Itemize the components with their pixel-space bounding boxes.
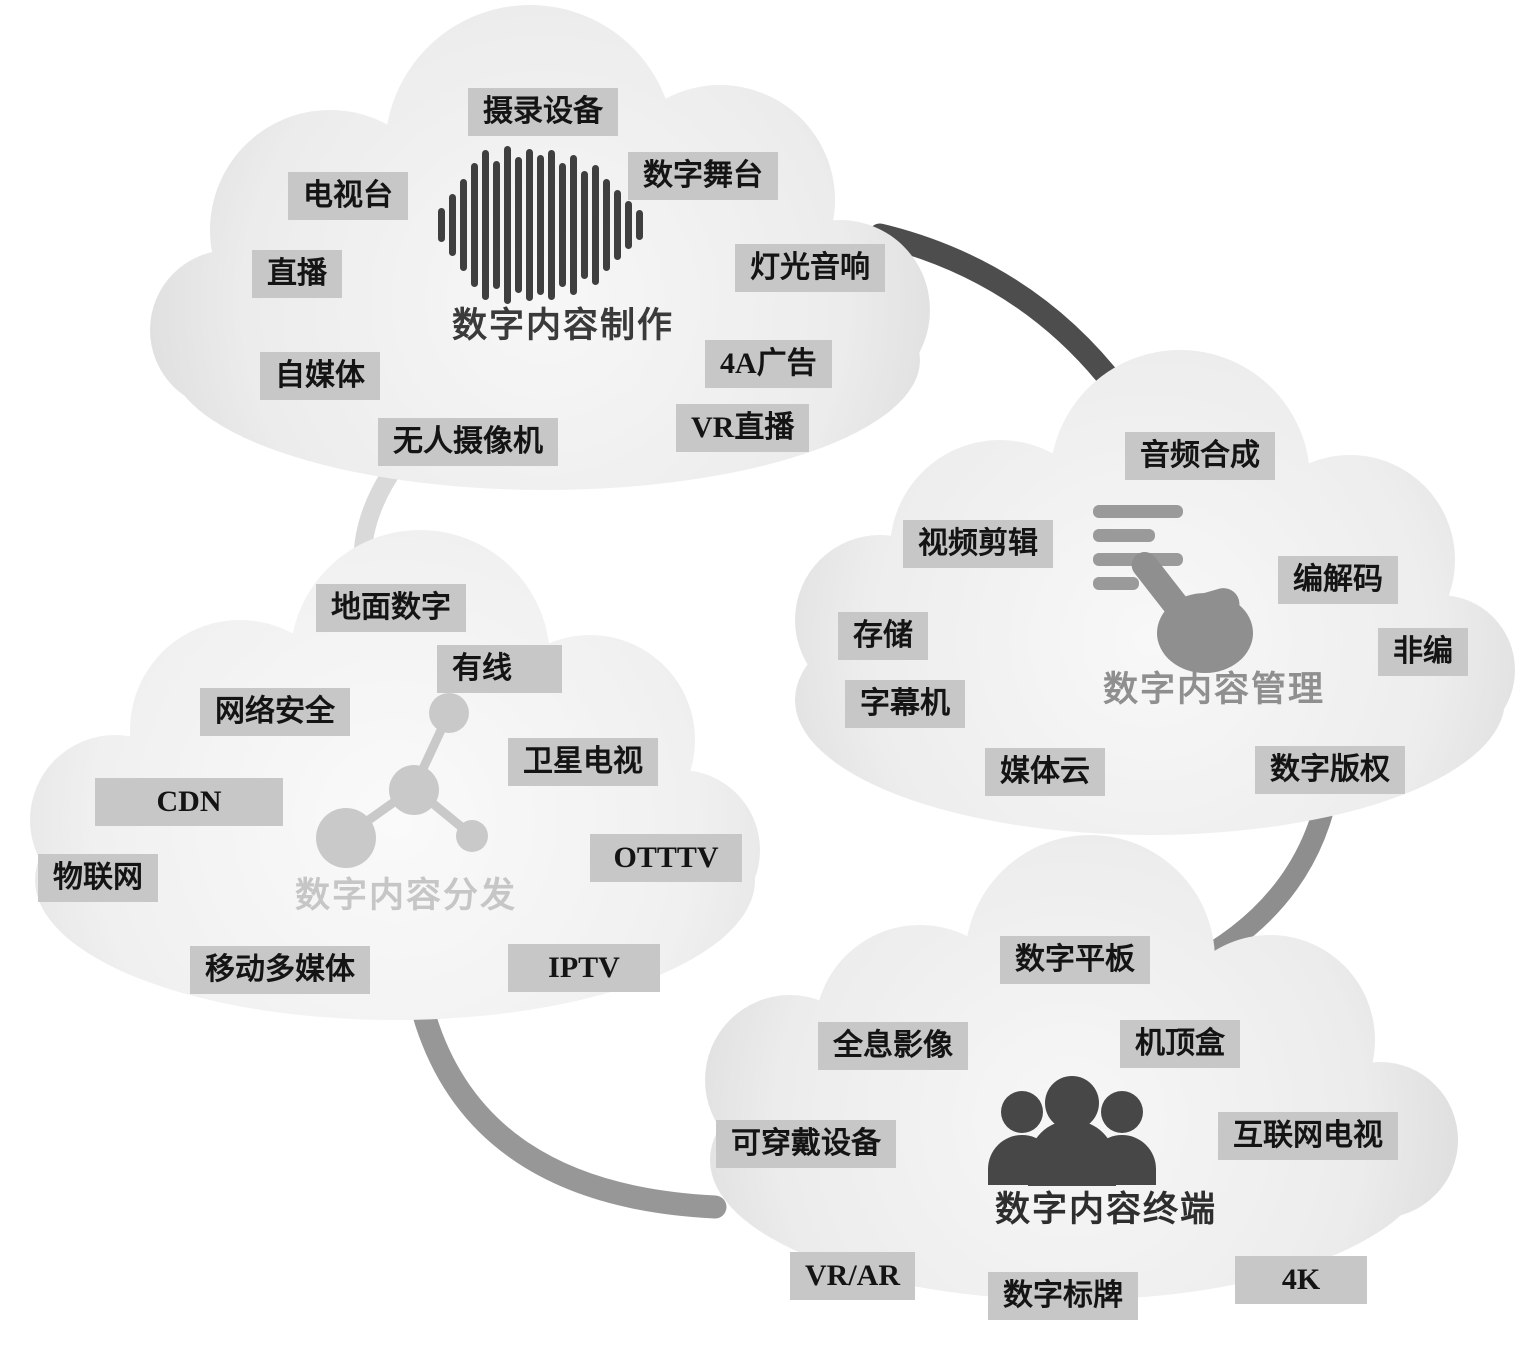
keyword-label: 存储: [838, 612, 928, 660]
keyword-label: 编解码: [1278, 556, 1398, 604]
keyword-label: 移动多媒体: [190, 946, 370, 994]
cloud-title-terminal: 数字内容终端: [995, 1190, 1218, 1229]
keyword-label: 灯光音响: [735, 244, 885, 292]
keyword-label: 机顶盒: [1120, 1020, 1240, 1068]
audio-waveform-icon: [438, 146, 643, 304]
keyword-label: 视频剪辑: [903, 520, 1053, 568]
keyword-label: IPTV: [508, 944, 660, 992]
keyword-label: 4K: [1235, 1256, 1367, 1304]
keyword-label: 地面数字: [316, 584, 466, 632]
keyword-label: VR/AR: [790, 1252, 915, 1300]
keyword-label: 数字版权: [1255, 746, 1405, 794]
cloud-title-production: 数字内容制作: [452, 306, 675, 345]
keyword-label: 直播: [252, 250, 342, 298]
keyword-label: 音频合成: [1125, 432, 1275, 480]
keyword-label: 字幕机: [845, 680, 965, 728]
keyword-label: 可穿戴设备: [716, 1120, 896, 1168]
people-group-icon: [988, 1076, 1156, 1186]
keyword-label: 媒体云: [985, 748, 1105, 796]
keyword-label: 无人摄像机: [378, 418, 558, 466]
keyword-label: 数字标牌: [988, 1272, 1138, 1320]
cloud-title-management: 数字内容管理: [1103, 670, 1326, 709]
keyword-label: 卫星电视: [508, 738, 658, 786]
keyword-label: 自媒体: [260, 352, 380, 400]
keyword-label: 互联网电视: [1218, 1112, 1398, 1160]
keyword-label: 有线: [437, 645, 562, 693]
connector-arc-distribution-terminal: [408, 988, 727, 1219]
network-nodes-icon: [316, 693, 488, 868]
keyword-label: 非编: [1378, 628, 1468, 676]
keyword-label: 4A广告: [705, 340, 832, 388]
cloud-title-distribution: 数字内容分发: [295, 876, 518, 915]
keyword-label: CDN: [95, 778, 283, 826]
keyword-label: 数字平板: [1000, 936, 1150, 984]
checklist-hand-icon: [1093, 505, 1253, 673]
keyword-label: 全息影像: [818, 1022, 968, 1070]
keyword-label: 摄录设备: [468, 88, 618, 136]
keyword-label: 电视台: [288, 172, 408, 220]
keyword-label: 物联网: [38, 854, 158, 902]
keyword-label: VR直播: [676, 404, 810, 452]
keyword-label: 网络安全: [200, 688, 350, 736]
keyword-label: OTTTV: [590, 834, 742, 882]
keyword-label: 数字舞台: [628, 152, 778, 200]
